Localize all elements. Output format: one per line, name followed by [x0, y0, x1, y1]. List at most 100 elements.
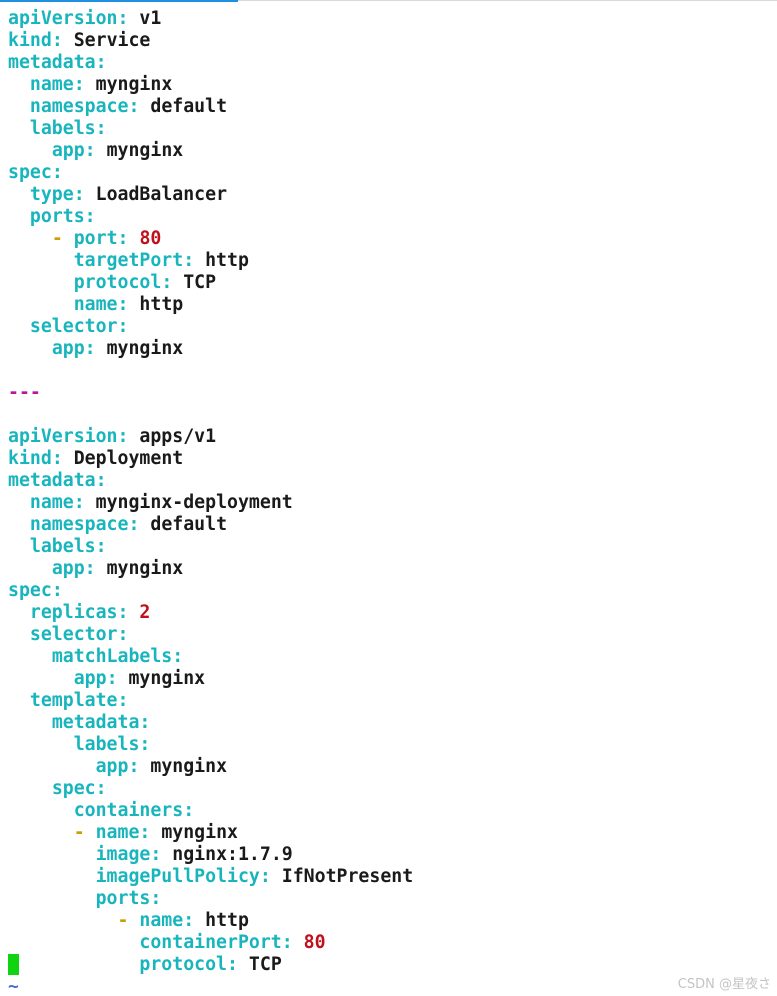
code-line[interactable]: ports:: [8, 206, 413, 228]
code-line[interactable]: spec:: [8, 580, 413, 602]
code-line[interactable]: [8, 360, 413, 382]
code-line[interactable]: imagePullPolicy: IfNotPresent: [8, 866, 414, 888]
code-line[interactable]: name: mynginx-deployment: [8, 492, 413, 514]
yaml-value: [8, 96, 30, 117]
yaml-value: default: [150, 96, 228, 117]
code-line[interactable]: apiVersion: v1: [8, 8, 413, 30]
code-line[interactable]: image: nginx:1.7.9: [8, 844, 413, 866]
yaml-punctuation: :: [128, 756, 151, 777]
yaml-value: [8, 514, 30, 535]
yaml-value: mynginx: [106, 338, 184, 359]
yaml-punctuation: :: [117, 602, 140, 623]
yaml-punctuation: :: [73, 492, 96, 513]
yaml-punctuation: :: [183, 800, 195, 821]
yaml-value: [8, 228, 52, 249]
code-line[interactable]: ---: [8, 382, 413, 404]
yaml-value: http: [205, 910, 249, 931]
yaml-key: app: [95, 756, 129, 777]
code-line[interactable]: name: mynginx: [8, 74, 413, 96]
code-line[interactable]: protocol: TCP: [8, 954, 413, 976]
yaml-key: protocol: [73, 272, 162, 293]
yaml-punctuation: :: [139, 712, 151, 733]
yaml-value: IfNotPresent: [281, 866, 414, 887]
yaml-value: mynginx-deployment: [95, 492, 293, 513]
code-line[interactable]: labels:: [8, 536, 413, 558]
code-line[interactable]: - name: http: [8, 910, 413, 932]
yaml-key: kind: [8, 30, 52, 51]
yaml-number: 80: [139, 228, 162, 249]
yaml-key: name: [29, 492, 74, 513]
yaml-number: 80: [303, 932, 326, 953]
yaml-value: apps/v1: [139, 426, 217, 447]
code-line[interactable]: - port: 80: [8, 228, 413, 250]
code-line[interactable]: type: LoadBalancer: [8, 184, 413, 206]
code-line[interactable]: metadata:: [8, 52, 413, 74]
code-line[interactable]: protocol: TCP: [8, 272, 413, 294]
code-line[interactable]: selector:: [8, 624, 413, 646]
code-line[interactable]: containerPort: 80: [8, 932, 413, 954]
yaml-key: containerPort: [139, 932, 282, 953]
yaml-punctuation: :: [95, 118, 107, 139]
yaml-key: namespace: [29, 96, 129, 117]
code-line[interactable]: replicas: 2: [8, 602, 413, 624]
yaml-value: nginx:1.7.9: [172, 844, 293, 865]
yaml-punctuation: :: [95, 536, 107, 557]
yaml-value: [8, 624, 30, 645]
yaml-key: spec: [8, 580, 52, 601]
code-line[interactable]: app: mynginx: [8, 140, 413, 162]
code-line[interactable]: selector:: [8, 316, 413, 338]
code-line[interactable]: kind: Service: [8, 30, 413, 52]
yaml-punctuation: :: [161, 272, 184, 293]
code-line[interactable]: app: mynginx: [8, 668, 413, 690]
yaml-punctuation: :: [95, 778, 107, 799]
code-line[interactable]: app: mynginx: [8, 558, 413, 580]
yaml-key: app: [51, 558, 85, 579]
yaml-value: mynginx: [161, 822, 238, 843]
yaml-value: default: [150, 514, 228, 535]
code-line[interactable]: apiVersion: apps/v1: [8, 426, 413, 448]
yaml-key: selector: [29, 624, 118, 645]
code-line[interactable]: - name: mynginx: [8, 822, 413, 844]
yaml-key: name: [73, 294, 118, 315]
yaml-key: kind: [8, 448, 52, 469]
code-line[interactable]: metadata:: [8, 470, 413, 492]
yaml-key: type: [29, 184, 74, 205]
code-line[interactable]: labels:: [8, 118, 413, 140]
code-line[interactable]: ports:: [8, 888, 413, 910]
code-line[interactable]: namespace: default: [8, 514, 413, 536]
yaml-punctuation: :: [84, 140, 107, 161]
code-line[interactable]: labels:: [8, 734, 413, 756]
yaml-punctuation: :: [51, 448, 74, 469]
code-line[interactable]: namespace: default: [8, 96, 413, 118]
yaml-punctuation: :: [128, 514, 151, 535]
yaml-punctuation: :: [95, 52, 107, 73]
code-line[interactable]: containers:: [8, 800, 413, 822]
yaml-value: [8, 558, 52, 579]
yaml-punctuation: :: [84, 206, 96, 227]
yaml-value: [8, 778, 52, 799]
yaml-punctuation: :: [227, 954, 249, 975]
code-line[interactable]: template:: [8, 690, 413, 712]
yaml-list-dash: -: [51, 228, 74, 249]
code-line[interactable]: matchLabels:: [8, 646, 413, 668]
yaml-value: [8, 668, 74, 689]
code-line[interactable]: name: http: [8, 294, 413, 316]
yaml-value: mynginx: [150, 756, 228, 777]
yaml-key: imagePullPolicy: [95, 866, 260, 887]
code-line[interactable]: app: mynginx: [8, 756, 413, 778]
code-line[interactable]: targetPort: http: [8, 250, 413, 272]
code-line[interactable]: [8, 404, 413, 426]
yaml-value: [8, 646, 52, 667]
yaml-value: [8, 888, 96, 909]
yaml-punctuation: :: [106, 668, 129, 689]
yaml-value: mynginx: [106, 558, 184, 579]
code-line[interactable]: spec:: [8, 162, 413, 184]
yaml-punctuation: :: [51, 162, 63, 183]
code-line[interactable]: metadata:: [8, 712, 413, 734]
code-line[interactable]: app: mynginx: [8, 338, 413, 360]
code-line[interactable]: spec:: [8, 778, 413, 800]
code-line[interactable]: kind: Deployment: [8, 448, 413, 470]
yaml-punctuation: :: [117, 624, 129, 645]
